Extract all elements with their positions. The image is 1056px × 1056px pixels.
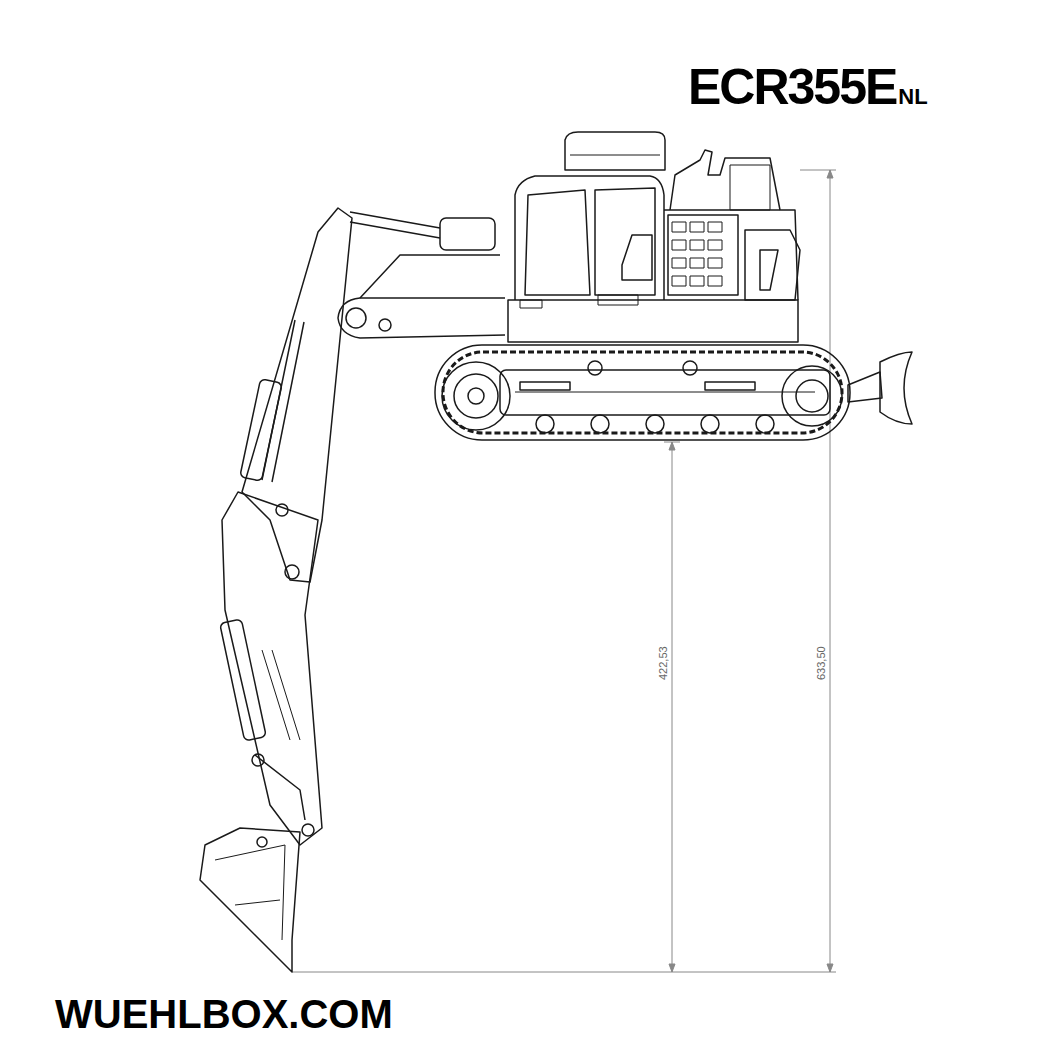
upper-structure [595, 188, 655, 295]
upper-structure [565, 132, 665, 170]
dozer-blade [848, 372, 882, 402]
track-undercarriage [646, 415, 664, 433]
boom [262, 320, 304, 482]
track-undercarriage [756, 415, 774, 433]
track-undercarriage [701, 415, 719, 433]
upper-structure [708, 222, 722, 232]
track-undercarriage [536, 415, 554, 433]
bucket [200, 828, 300, 972]
boom [240, 208, 505, 582]
boom [346, 308, 366, 328]
boom [242, 208, 352, 582]
upper-structure [515, 176, 664, 300]
boom [350, 212, 440, 238]
dipper-arm [276, 504, 288, 516]
upper-structure [690, 240, 704, 250]
upper-structure [508, 132, 800, 342]
boom [440, 218, 495, 250]
track-undercarriage [442, 362, 510, 430]
track-undercarriage [796, 380, 828, 412]
upper-structure [745, 230, 800, 300]
track-undercarriage [454, 374, 498, 418]
track-undercarriage [591, 415, 609, 433]
upper-structure [690, 222, 704, 232]
upper-structure [690, 258, 704, 268]
track-undercarriage [520, 382, 570, 390]
upper-structure [672, 222, 722, 286]
dimension-lines [669, 170, 833, 972]
dimension-lines [672, 442, 673, 972]
upper-structure [672, 240, 686, 250]
boom [285, 565, 299, 579]
dipper-arm [220, 619, 266, 741]
track-undercarriage [588, 361, 602, 375]
upper-structure [730, 165, 770, 210]
dimension-lines [830, 170, 831, 972]
track-undercarriage [435, 345, 850, 440]
upper-structure [672, 276, 686, 286]
boom [379, 319, 391, 331]
bucket [235, 900, 280, 905]
dimension-lines [292, 170, 836, 972]
upper-structure [570, 155, 660, 156]
upper-structure [708, 276, 722, 286]
track-undercarriage [500, 370, 830, 415]
track-undercarriage [468, 388, 484, 404]
dipper-arm [222, 492, 322, 845]
upper-structure [520, 300, 542, 308]
upper-structure [525, 190, 590, 295]
dipper-arm [302, 824, 314, 836]
dipper-arm [220, 492, 322, 845]
bucket [215, 845, 285, 940]
dozer-blade [880, 352, 912, 424]
upper-structure [664, 210, 798, 300]
upper-structure [690, 276, 704, 286]
dipper-arm [252, 754, 264, 766]
upper-structure [708, 240, 722, 250]
upper-structure [670, 150, 780, 210]
upper-structure [668, 215, 738, 295]
track-undercarriage [443, 352, 842, 433]
dimension-value: 422,53 [658, 644, 669, 682]
track-undercarriage [515, 392, 815, 393]
model-title: ECR355E [688, 62, 896, 112]
dozer-blade [848, 352, 912, 424]
boom [360, 255, 500, 298]
dipper-arm [262, 650, 300, 740]
track-undercarriage [683, 361, 697, 375]
bucket [200, 828, 300, 972]
bucket [257, 837, 267, 847]
upper-structure [672, 258, 686, 268]
track-undercarriage [782, 366, 842, 426]
upper-structure [622, 235, 652, 280]
upper-structure [508, 300, 798, 342]
watermark: WUEHLBOX.COM [55, 994, 393, 1034]
track-undercarriage [435, 345, 850, 440]
upper-structure [672, 222, 686, 232]
dimension-lines [292, 972, 836, 973]
boom [338, 298, 505, 338]
dimension-value: 633,50 [816, 644, 827, 682]
upper-structure [708, 258, 722, 268]
boom [240, 379, 282, 481]
track-undercarriage [705, 382, 755, 390]
model-suffix: NL [898, 86, 927, 108]
upper-structure [598, 295, 638, 305]
upper-structure [760, 250, 778, 290]
